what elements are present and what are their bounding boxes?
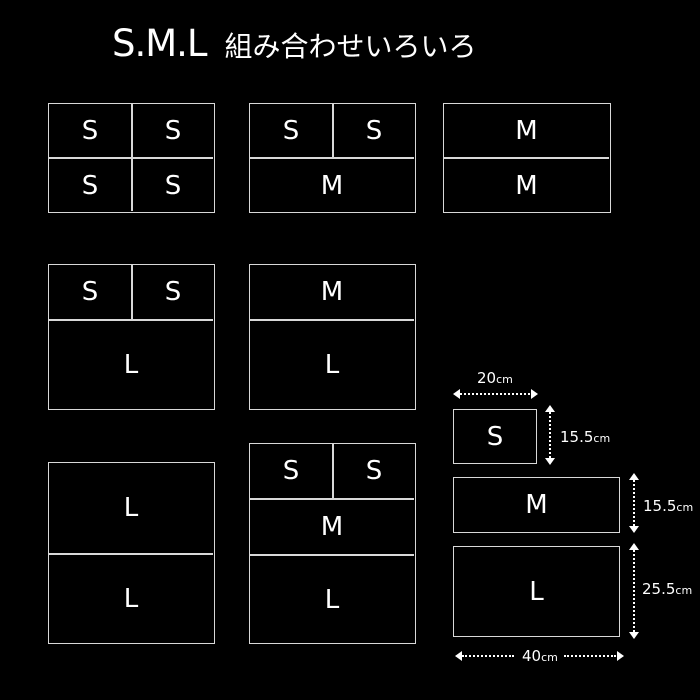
combo-mm: M M — [443, 103, 611, 213]
cell-m: M — [320, 170, 344, 201]
cell-s: S — [81, 170, 99, 201]
arrow-down-icon — [629, 632, 639, 639]
m-box: M — [453, 477, 620, 533]
cell-s: S — [282, 456, 300, 486]
combo-ssml: S S M L — [249, 443, 416, 644]
cell-l: L — [123, 350, 139, 380]
s-width-dotted-line — [460, 393, 530, 395]
arrow-left-icon — [455, 651, 462, 661]
cell-l: L — [123, 584, 139, 614]
m-height-label: 15.5cm — [643, 497, 694, 515]
title-sub: 組み合わせいろいろ — [224, 30, 477, 63]
l-width-dotted-line-left — [462, 655, 514, 657]
cell-l: L — [123, 493, 139, 523]
combo-ssm: S S M — [249, 103, 416, 213]
arrow-up-icon — [629, 473, 639, 480]
cell-l: L — [324, 350, 340, 380]
arrow-down-icon — [629, 526, 639, 533]
title-main: S.M.L — [112, 22, 208, 65]
cell-l: L — [324, 584, 340, 615]
arrow-left-icon — [453, 389, 460, 399]
page-title: S.M.L 組み合わせいろいろ — [112, 22, 477, 65]
cell-s: S — [365, 456, 383, 486]
cell-s: S — [81, 277, 99, 307]
s-height-dotted-line — [549, 412, 551, 458]
l-width-label: 40cm — [522, 647, 558, 665]
s-box: S — [453, 409, 537, 464]
cell-m: M — [515, 170, 538, 201]
arrow-down-icon — [545, 458, 555, 465]
cell-m: M — [320, 277, 344, 307]
l-height-label: 25.5cm — [642, 580, 693, 598]
cell-s: S — [164, 115, 182, 146]
arrow-right-icon — [617, 651, 624, 661]
combo-ll: L L — [48, 462, 215, 644]
s-width-label: 20cm — [477, 369, 513, 387]
combo-ml: M L — [249, 264, 416, 410]
l-height-dotted-line — [633, 550, 635, 632]
cell-m: M — [320, 512, 344, 542]
s-height-label: 15.5cm — [560, 428, 611, 446]
arrow-right-icon — [531, 389, 538, 399]
l-width-dotted-line-right — [564, 655, 616, 657]
cell-s: S — [282, 115, 300, 146]
arrow-up-icon — [545, 405, 555, 412]
l-box: L — [453, 546, 620, 637]
cell-s: S — [164, 277, 182, 307]
combo-ssss: S S S S — [48, 103, 215, 213]
arrow-up-icon — [629, 543, 639, 550]
cell-s: S — [81, 115, 99, 146]
cell-s: S — [365, 115, 383, 146]
m-height-dotted-line — [633, 480, 635, 526]
combo-ssl: S S L — [48, 264, 215, 410]
cell-m: M — [515, 115, 538, 146]
cell-s: S — [164, 170, 182, 201]
